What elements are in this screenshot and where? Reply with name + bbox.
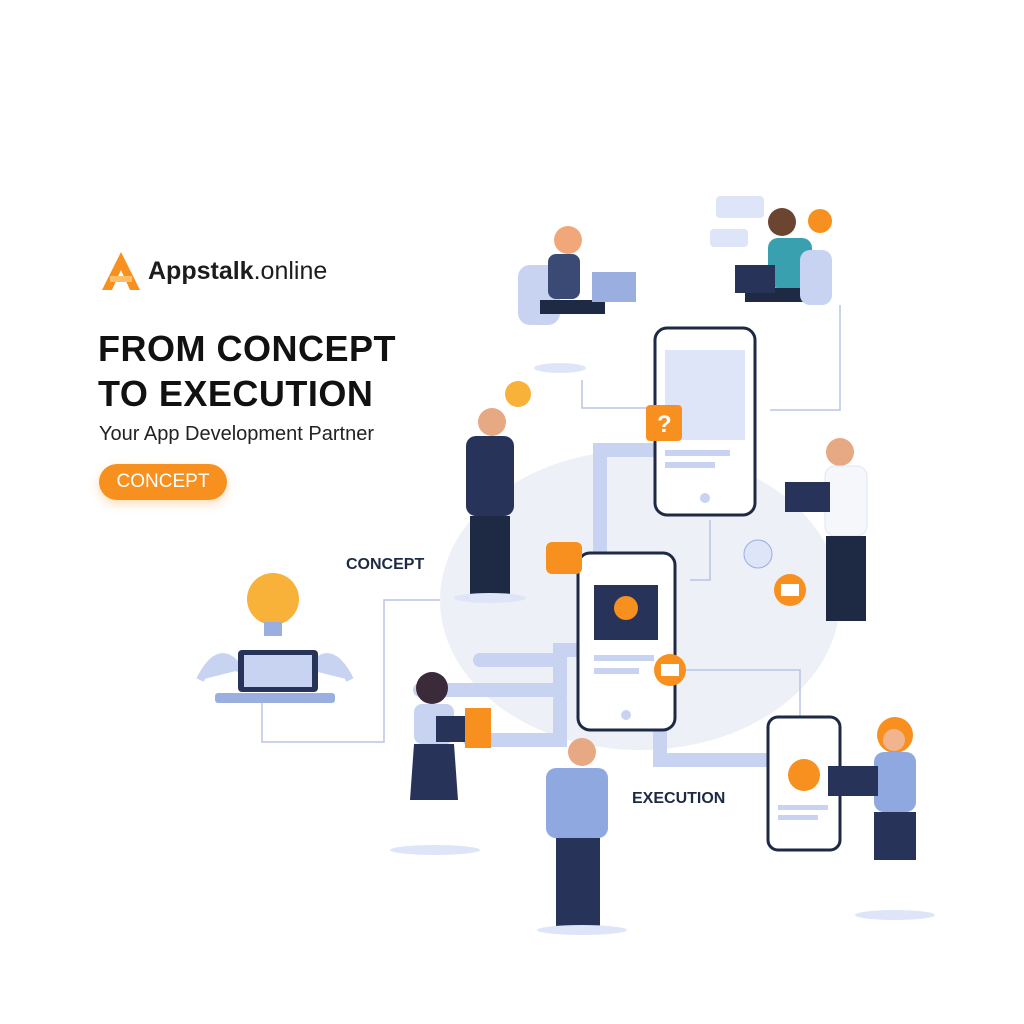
concept-label: CONCEPT bbox=[346, 556, 425, 573]
lightbulb-laptop bbox=[196, 573, 354, 703]
question-icon bbox=[646, 405, 682, 441]
person-woman-tablet bbox=[828, 717, 935, 920]
phone-middle bbox=[576, 551, 677, 732]
person-seated-laptop bbox=[735, 208, 832, 305]
person-standing-laptop bbox=[785, 438, 868, 621]
lightbulb-icon bbox=[505, 381, 531, 407]
chat-bubble-icon bbox=[716, 196, 764, 218]
person-seated-laptop bbox=[518, 226, 636, 373]
mail-icon bbox=[808, 209, 832, 233]
svg-text:?: ? bbox=[657, 411, 672, 438]
phone-bottom bbox=[766, 715, 842, 852]
concept-button[interactable]: CONCEPT bbox=[99, 464, 227, 500]
tagline: Your App Development Partner bbox=[99, 423, 374, 445]
logo-icon bbox=[102, 252, 140, 290]
person-standing-suit bbox=[454, 408, 526, 603]
thin-connectors bbox=[261, 305, 841, 743]
brand-name-bold: Appstalk bbox=[148, 256, 254, 285]
headline-line-2: TO EXECUTION bbox=[98, 373, 374, 414]
check-icon bbox=[743, 539, 773, 569]
execution-label: EXECUTION bbox=[632, 790, 726, 807]
chat-icon bbox=[546, 542, 582, 574]
person-presenting bbox=[537, 738, 627, 935]
brand-logo: Appstalk.online bbox=[100, 250, 327, 292]
brand-name: Appstalk.online bbox=[148, 257, 327, 286]
person-woman-laptop bbox=[390, 672, 491, 855]
brand-name-light: .online bbox=[253, 256, 328, 285]
headline-line-1: FROM CONCEPT bbox=[98, 328, 396, 369]
